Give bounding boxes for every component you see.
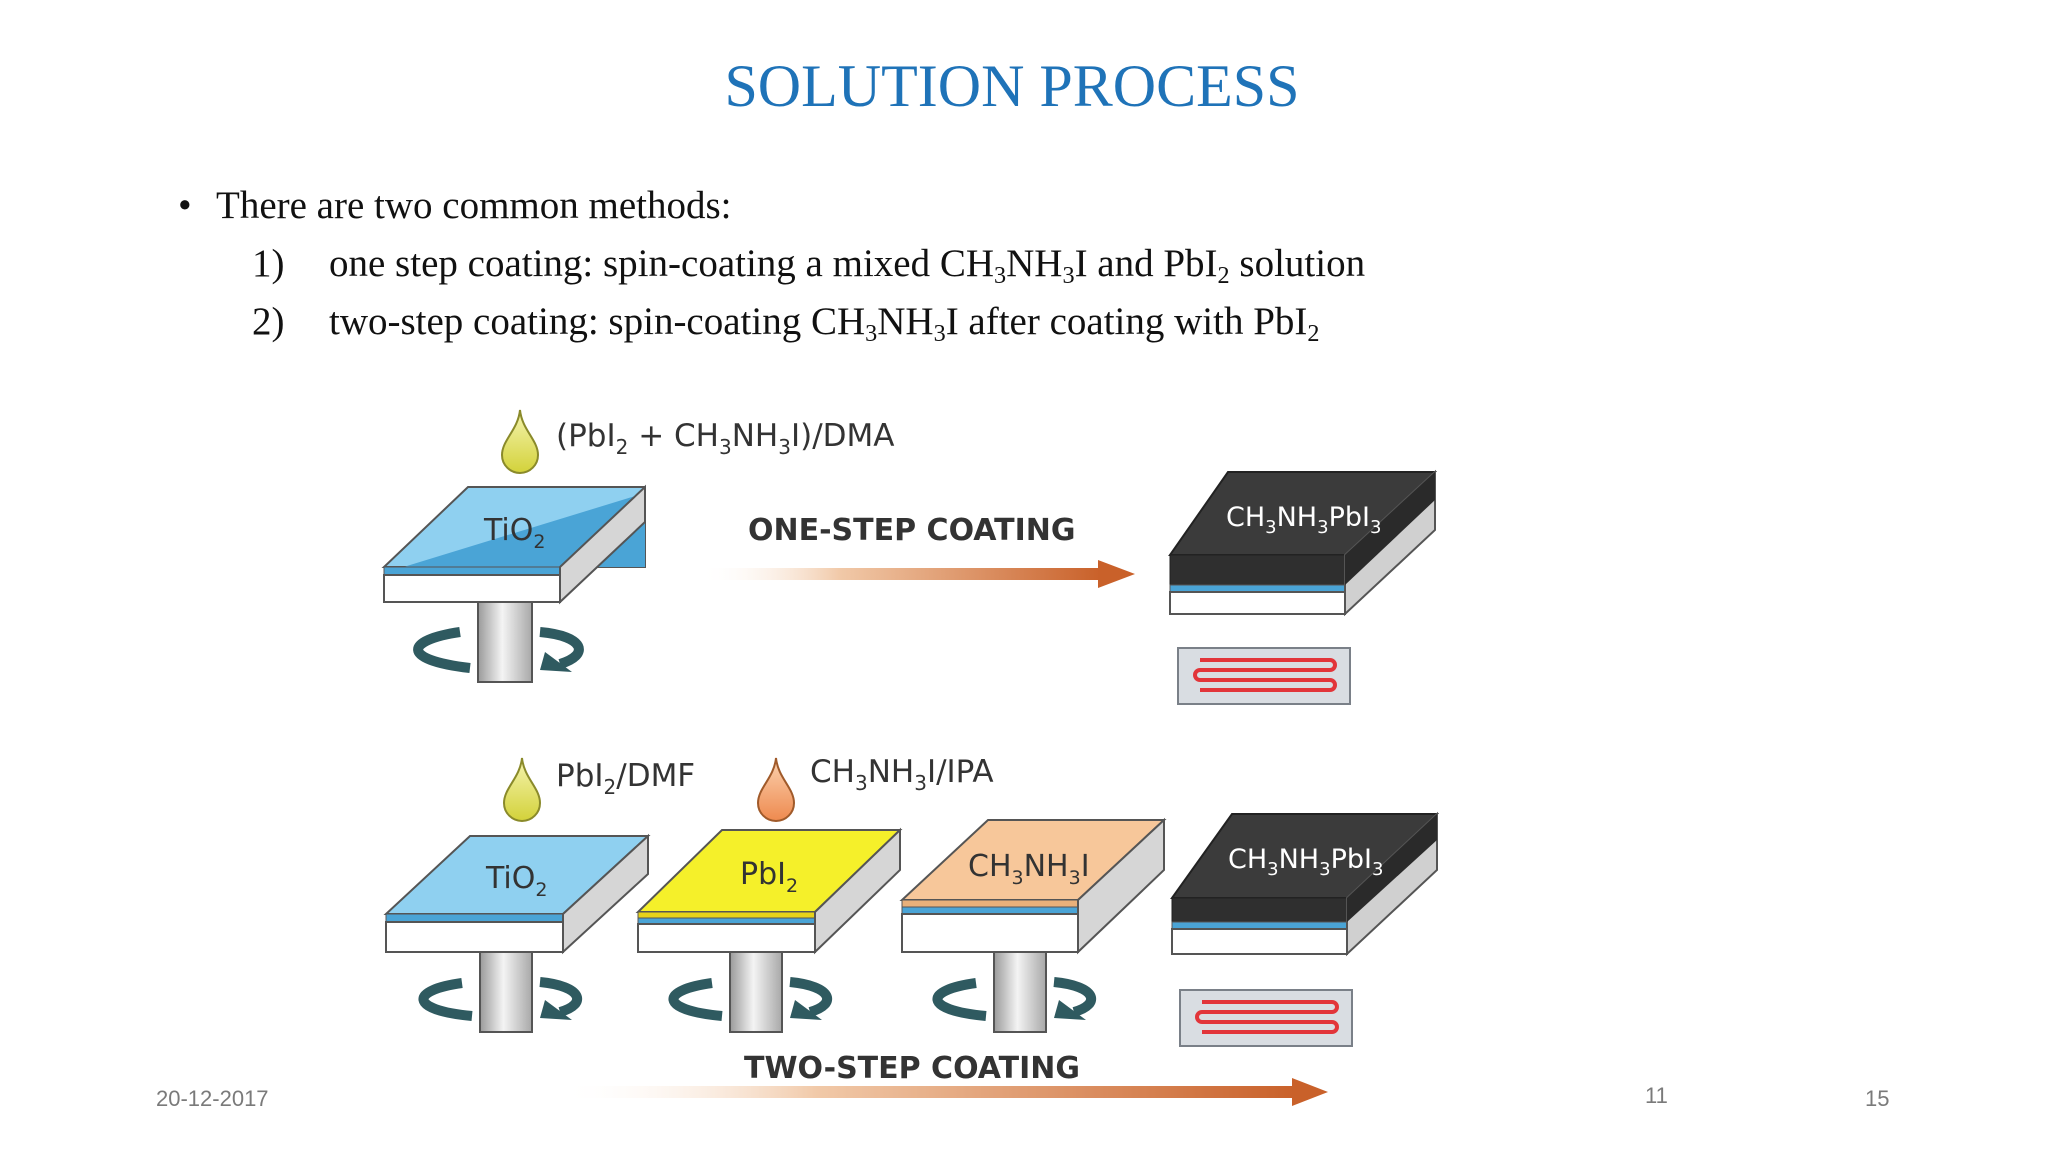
drop-icon — [756, 757, 796, 822]
spin-coater: CH3NH3I — [899, 817, 1167, 1033]
product-label: CH3NH3PbI3 — [1228, 844, 1383, 880]
substrate-label: TiO2 — [483, 513, 545, 553]
rotation-arrow-icon — [413, 627, 471, 673]
spin-coater: TiO2 — [381, 484, 646, 683]
hot-plate-icon — [1179, 989, 1353, 1047]
substrate-label: PbI2 — [740, 857, 798, 897]
perovskite-film: CH3NH3PbI3 — [1170, 811, 1439, 957]
footer-page-number: 11 — [1645, 1083, 1668, 1108]
item-text: one step coating: spin-coating a mixed C… — [329, 242, 1366, 289]
product-label: CH3NH3PbI3 — [1226, 502, 1381, 538]
substrate-label: TiO2 — [485, 861, 547, 901]
solution-label-mai: CH3NH3I/IPA — [810, 754, 994, 795]
drop-icon — [500, 409, 540, 474]
item-number: 2) — [252, 300, 285, 343]
item-number: 1) — [252, 242, 285, 285]
footer-date: 20-12-2017 — [156, 1086, 269, 1111]
drop-icon — [502, 757, 542, 822]
hot-plate-icon — [1177, 647, 1351, 705]
bullet-item: • There are two common methods: — [178, 177, 1365, 235]
two-step-label: TWO-STEP COATING — [744, 1051, 1080, 1086]
footer-slide-number: 15 — [1865, 1086, 1890, 1111]
bullet-dot: • — [178, 184, 192, 227]
item-text: two-step coating: spin-coating CH3NH3I a… — [329, 300, 1320, 347]
two-step-arrow — [560, 1078, 1328, 1106]
bullet-text: There are two common methods: — [216, 184, 732, 227]
slide-title: SOLUTION PROCESS — [724, 53, 1300, 119]
perovskite-film: CH3NH3PbI3 — [1168, 469, 1437, 617]
bullet-list: • There are two common methods: 1) one s… — [178, 177, 1365, 351]
method-item-2: 2) two-step coating: spin-coating CH3NH3… — [252, 293, 1365, 351]
solution-label-pbi2: PbI2/DMF — [556, 758, 695, 799]
one-step-arrow — [700, 560, 1135, 588]
method-item-1: 1) one step coating: spin-coating a mixe… — [252, 235, 1365, 293]
spin-coater: TiO2 — [383, 833, 651, 1033]
one-step-label: ONE-STEP COATING — [748, 513, 1076, 548]
substrate-label: CH3NH3I — [968, 849, 1090, 889]
spin-coater: PbI2 — [635, 827, 903, 1033]
solution-label-one-step: (PbI2 + CH3NH3I)/DMA — [556, 418, 894, 459]
